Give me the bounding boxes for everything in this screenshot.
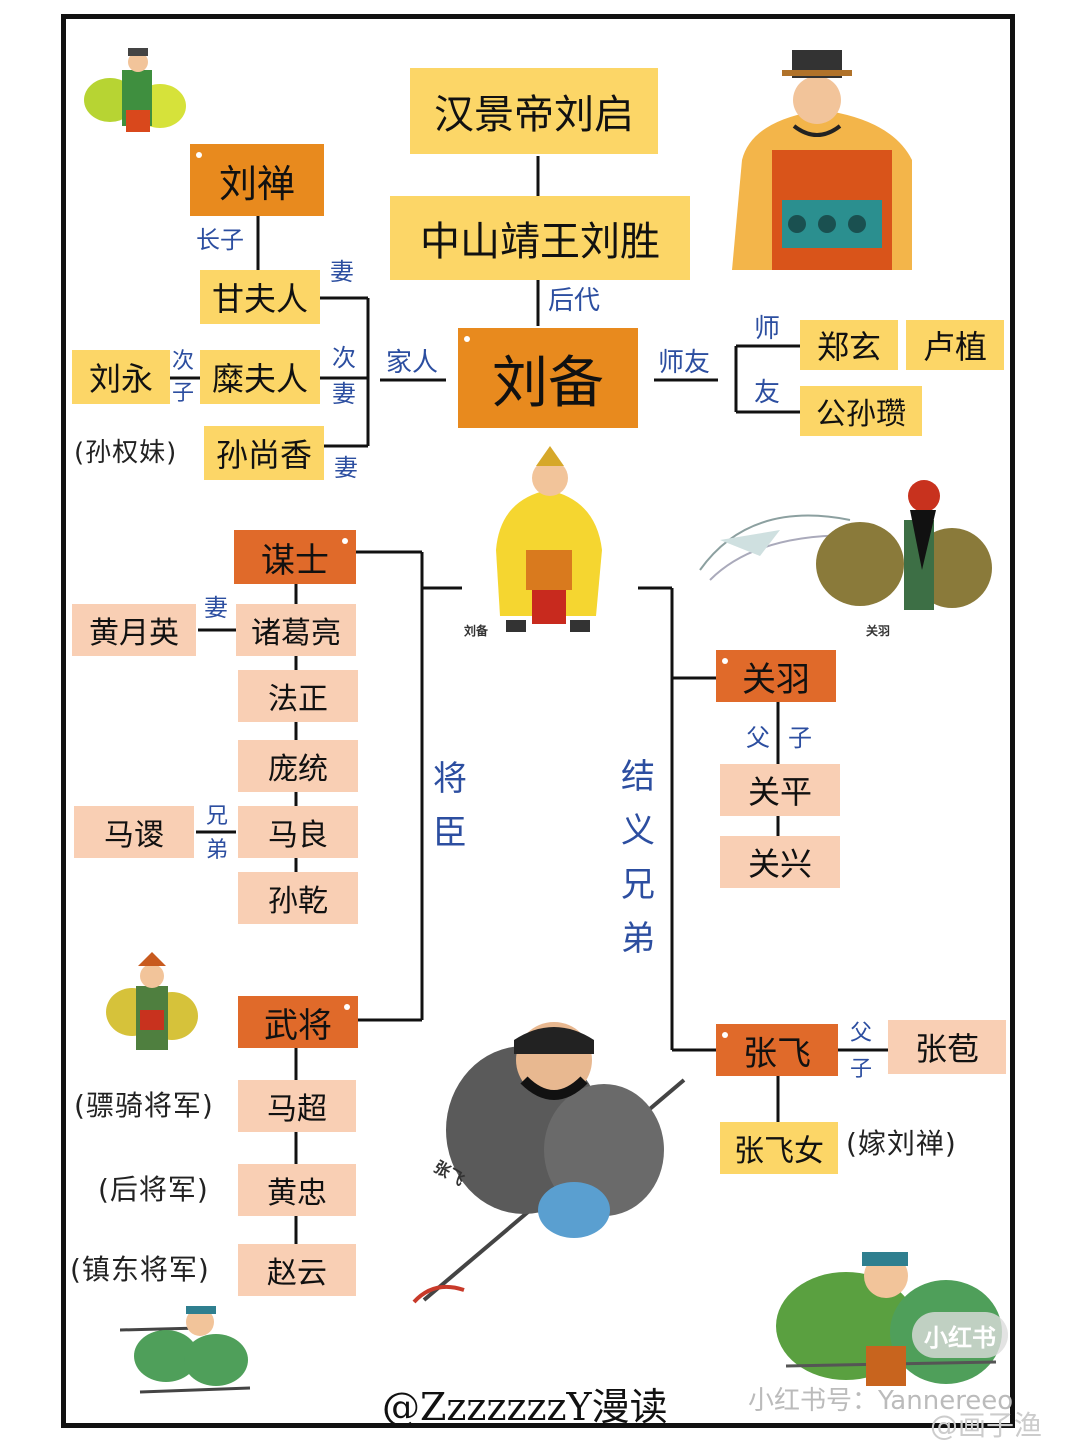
guan-xing-box: 关兴 — [720, 836, 840, 888]
friend-label: 友 — [754, 378, 781, 408]
guan-father-label: 父 — [746, 724, 770, 752]
emperor-box: 汉景帝刘启 — [410, 68, 658, 154]
officials-branch-label: 将臣 — [433, 759, 467, 853]
zhao-yun-figure-icon — [120, 1306, 251, 1394]
guan-yu-figure-icon — [699, 480, 992, 610]
ma-su-box: 马谡 — [74, 806, 194, 858]
machao-note: (骠骑将军) — [74, 1089, 214, 1122]
liu-bei-box: 刘备 — [458, 328, 638, 428]
ma-chao-box: 马超 — [238, 1080, 356, 1132]
fa-zheng-box: 法正 — [238, 670, 358, 722]
teacher-label: 师 — [754, 314, 781, 344]
zhang-fei-box: 张飞 — [716, 1024, 838, 1076]
ma-liang-box: 马良 — [238, 806, 358, 858]
sun-qian-box: 孙乾 — [238, 872, 358, 924]
guan-son-label: 子 — [788, 724, 812, 752]
brothers-branch-label: 结义兄弟 — [621, 757, 655, 959]
gongsun-zan-box: 公孙瓒 — [800, 386, 922, 436]
huangzhong-note: (后将军) — [98, 1173, 209, 1206]
zhang-relation-label: 父子 — [850, 1021, 873, 1082]
zhuge-liang-box: 诸葛亮 — [236, 604, 356, 656]
daughter-note: (嫁刘禅) — [846, 1127, 957, 1160]
mentors-branch-label: 师友 — [658, 348, 711, 378]
brothers-relation-label: 兄弟 — [206, 804, 229, 863]
wife2-relation-label: 次妻 — [332, 344, 356, 408]
liu-yong-box: 刘永 — [72, 350, 170, 404]
guan-yu-box: 关羽 — [716, 650, 836, 702]
xiaohongshu-badge: 小红书 — [912, 1312, 1008, 1358]
pang-tong-box: 庞统 — [238, 740, 358, 792]
liu-bei-figure-icon — [496, 446, 602, 632]
son-relation-label: 长子 — [196, 226, 244, 254]
lu-zhi-box: 卢植 — [906, 320, 1004, 370]
guan-yu-caption: 关羽 — [866, 624, 891, 638]
zhao-yun-box: 赵云 — [238, 1244, 356, 1296]
advisors-box: 谋士 — [234, 530, 356, 584]
zhang-fei-daughter-box: 张飞女 — [720, 1122, 838, 1174]
prince-box: 中山靖王刘胜 — [390, 196, 690, 280]
huang-zhong-box: 黄忠 — [238, 1164, 356, 1216]
zheng-xuan-box: 郑玄 — [800, 320, 898, 370]
sun-shangxiang-box: 孙尚香 — [204, 426, 324, 480]
liu-shan-box: 刘禅 — [190, 144, 324, 216]
descendant-label: 后代 — [548, 286, 601, 316]
sun-quan-sister-note: (孙权妹) — [74, 438, 178, 468]
huang-yueying-box: 黄月英 — [72, 604, 196, 656]
zhaoyun-note: (镇东将军) — [70, 1253, 210, 1286]
official-figure-icon — [84, 48, 186, 132]
zhang-bao-box: 张苞 — [888, 1020, 1006, 1074]
watermark-author: @画子渔 — [930, 1409, 1043, 1442]
second-son-relation-label: 次子 — [172, 349, 195, 406]
guan-ping-box: 关平 — [720, 764, 840, 816]
generals-box: 武将 — [238, 996, 358, 1048]
diagram-frame — [61, 14, 1015, 1428]
liu-bei-caption: 刘备 — [464, 624, 489, 638]
wife3-relation-label: 妻 — [334, 454, 358, 482]
zhang-fei-figure-icon — [412, 1022, 686, 1304]
lady-gan-box: 甘夫人 — [200, 270, 320, 324]
general-figure-icon — [106, 952, 198, 1050]
credit-text: @ZzzzzzzY漫读 — [382, 1385, 668, 1429]
watermark-text: 小红书号：Yannereeo — [748, 1386, 1014, 1416]
emperor-figure-icon — [732, 50, 912, 270]
zhuge-wife-relation-label: 妻 — [204, 594, 228, 622]
wife1-relation-label: 妻 — [330, 258, 354, 286]
lady-mi-box: 糜夫人 — [200, 350, 320, 404]
family-branch-label: 家人 — [386, 348, 439, 378]
